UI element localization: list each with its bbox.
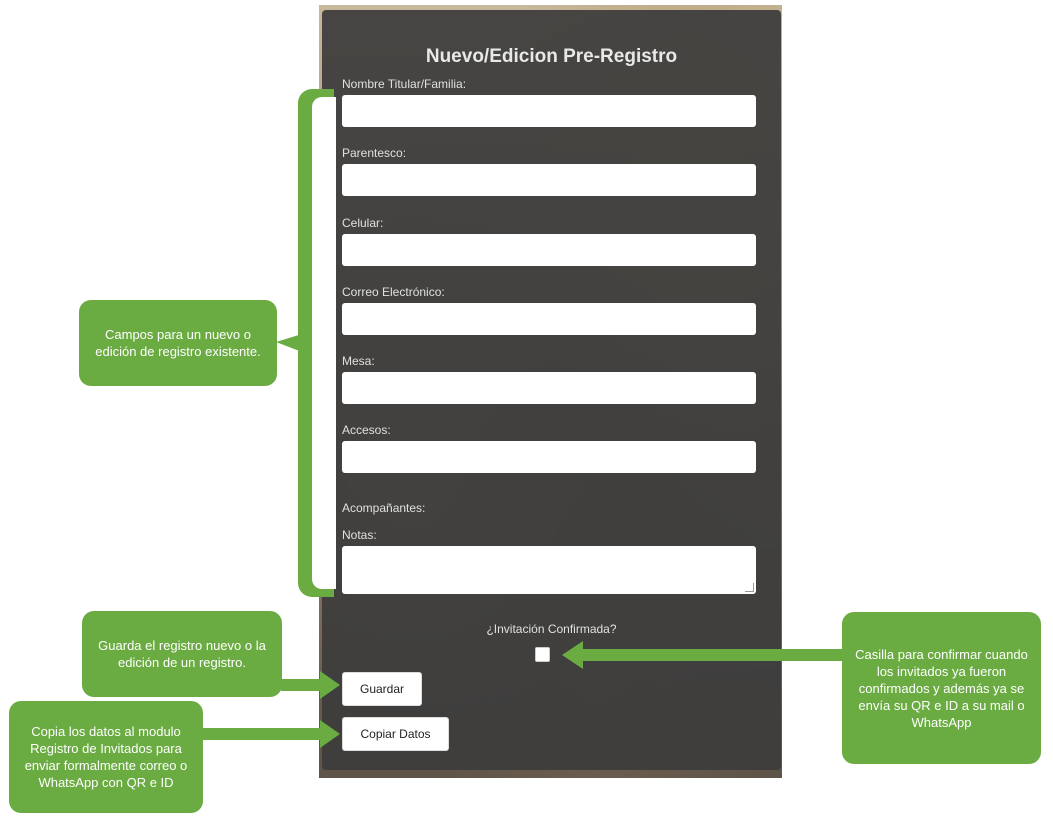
correo-input[interactable] [342,303,756,335]
save-button[interactable]: Guardar [342,672,422,706]
label-celular: Celular: [342,216,384,230]
label-parentesco: Parentesco: [342,146,407,160]
label-correo: Correo Electrónico: [342,285,445,299]
label-nombre: Nombre Titular/Familia: [342,77,467,91]
checkbox-arrow-head-icon [562,641,583,669]
label-acompanantes: Acompañantes: [342,501,426,515]
label-mesa: Mesa: [342,354,375,368]
mesa-input[interactable] [342,372,756,404]
save-callout: Guarda el registro nuevo o la edición de… [82,611,282,697]
copy-arrow-shaft [203,728,321,740]
nombre-input[interactable] [342,95,756,127]
bracket-pointer-icon [276,334,302,352]
checkbox-arrow-shaft [582,649,844,661]
resize-grip-icon[interactable] [745,583,754,592]
save-arrow-shaft [281,679,321,691]
fields-callout: Campos para un nuevo o edición de regist… [79,300,277,386]
copy-data-button[interactable]: Copiar Datos [342,717,449,751]
confirm-checkbox[interactable] [535,647,550,662]
save-arrow-head-icon [320,671,340,699]
celular-input[interactable] [342,234,756,266]
label-accesos: Accesos: [342,423,391,437]
pre-registro-form: Nuevo/Edicion Pre-Registro Nombre Titula… [322,10,781,770]
fields-bracket-inner [312,97,336,589]
form-title: Nuevo/Edicion Pre-Registro [425,46,678,67]
confirm-label: ¿Invitación Confirmada? [486,622,617,636]
copy-arrow-head-icon [320,720,340,748]
notas-textarea[interactable] [342,546,756,594]
label-notas: Notas: [342,528,377,542]
checkbox-callout: Casilla para confirmar cuando los invita… [842,612,1041,764]
copy-callout: Copia los datos al modulo Registro de In… [9,701,203,813]
parentesco-input[interactable] [342,164,756,196]
accesos-input[interactable] [342,441,756,473]
